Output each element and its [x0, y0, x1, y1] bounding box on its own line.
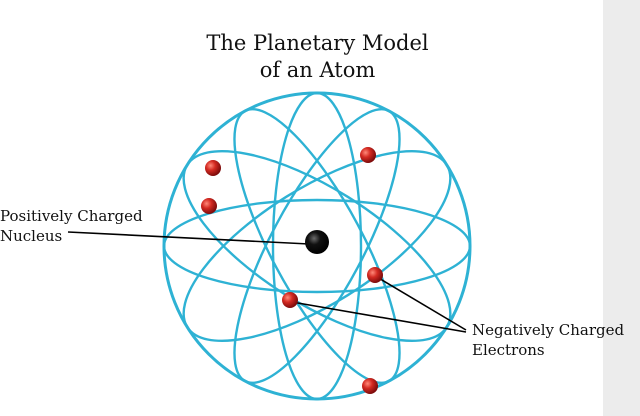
- electron: [360, 147, 376, 163]
- orbit-ring-tilt-3: [233, 107, 401, 385]
- right-margin-band: [603, 0, 640, 416]
- nucleus: [305, 230, 329, 254]
- orbit-ring-tilt-1: [182, 149, 452, 343]
- orbit-ring-tilt-4: [233, 107, 401, 385]
- title-line-1: The Planetary Model: [206, 31, 429, 55]
- orbit-ring-vertical: [271, 91, 363, 401]
- diagram-title: The Planetary Model of an Atom: [150, 30, 485, 84]
- nucleus-label: Positively Charged Nucleus: [0, 206, 143, 246]
- leader-lines: [67, 231, 467, 333]
- electron-leader-line-2: [291, 301, 467, 333]
- electron-leader-line-1: [376, 276, 467, 331]
- orbit-ring-horizontal: [162, 198, 472, 294]
- electron: [367, 267, 383, 283]
- electrons-label-line-1: Negatively Charged: [472, 321, 625, 339]
- electron: [362, 378, 378, 394]
- electrons-label: Negatively Charged Electrons: [472, 320, 624, 360]
- nucleus-label-line-1: Positively Charged: [0, 207, 143, 225]
- electrons-label-line-2: Electrons: [472, 341, 545, 359]
- nucleus-leader-line: [67, 231, 310, 245]
- electron: [282, 292, 298, 308]
- electron: [205, 160, 221, 176]
- electrons: [201, 147, 383, 394]
- electron: [201, 198, 217, 214]
- nucleus-label-line-2: Nucleus: [0, 227, 63, 245]
- orbit-rings: [162, 91, 472, 401]
- title-line-2: of an Atom: [259, 58, 376, 82]
